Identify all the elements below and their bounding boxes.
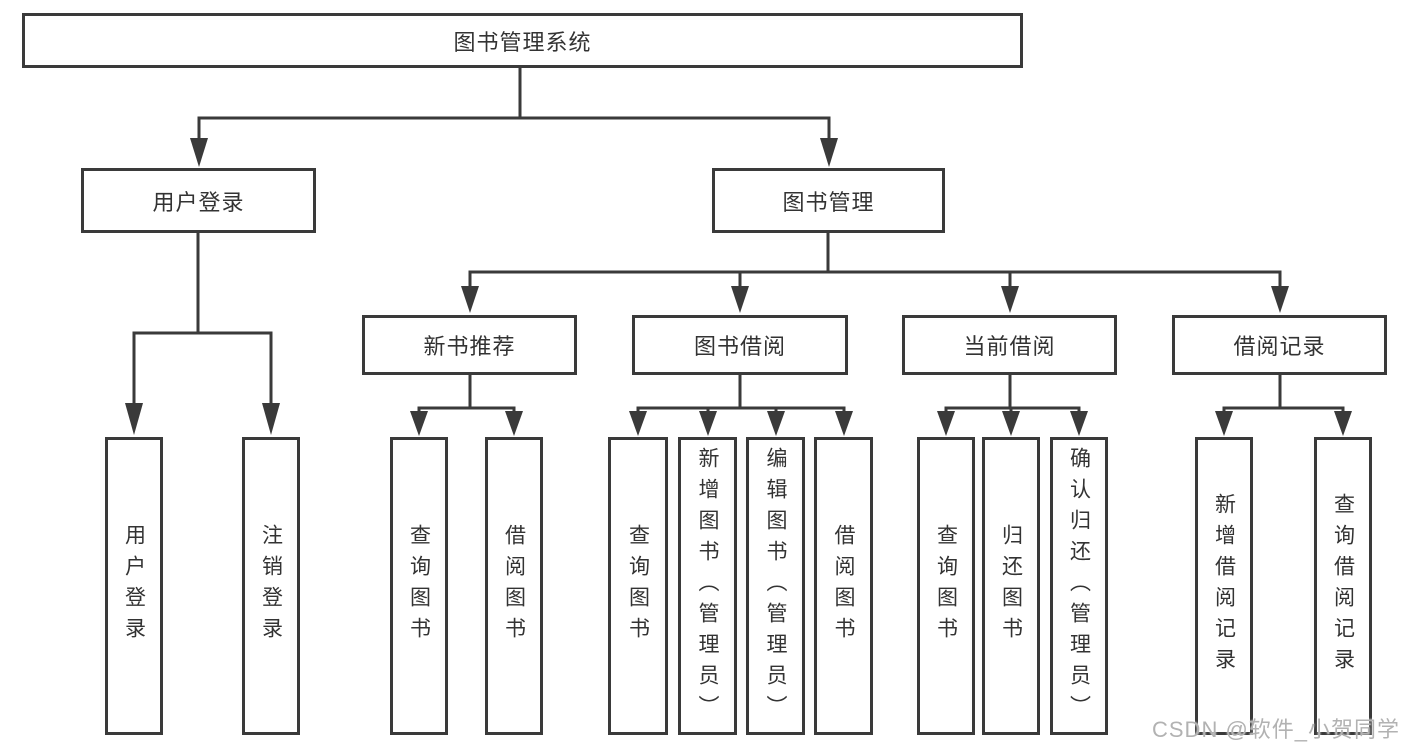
node-label: 借阅记录 <box>1233 334 1326 359</box>
leaf-query-books-newbook: 查询图书 <box>390 437 448 735</box>
arrowhead <box>1002 411 1020 436</box>
node-label: 确认归还（管理员） <box>1067 446 1091 726</box>
leaf-return-books: 归还图书 <box>982 437 1040 735</box>
node-label: 当前借阅 <box>963 334 1056 359</box>
node-user-login-branch: 用户登录 <box>81 168 316 233</box>
connector-newbook-to-leaves <box>417 375 516 414</box>
connector-bookborrow-to-leaves <box>636 375 846 414</box>
node-label: 查询图书 <box>626 524 650 648</box>
connector-currentborrow-to-leaves <box>944 375 1081 414</box>
node-label: 借阅图书 <box>502 524 526 648</box>
arrowhead <box>629 411 647 436</box>
node-label: 借阅图书 <box>832 524 855 648</box>
arrowhead <box>262 403 280 435</box>
connector-userlogin-to-leaves <box>132 233 273 406</box>
arrowhead <box>190 138 208 167</box>
node-root: 图书管理系统 <box>22 13 1023 68</box>
node-label: 用户登录 <box>122 524 146 648</box>
node-label: 新书推荐 <box>423 334 516 359</box>
node-label: 用户登录 <box>152 189 245 215</box>
csdn-watermark: CSDN @软件_小贺同学 <box>1152 717 1401 742</box>
node-label: 查询图书 <box>407 524 431 648</box>
node-new-book-recommend: 新书推荐 <box>362 315 577 375</box>
arrowhead <box>1215 411 1233 436</box>
arrowhead <box>699 411 717 436</box>
arrowhead <box>937 411 955 436</box>
node-label: 图书借阅 <box>693 334 786 359</box>
node-label: 新增图书（管理员） <box>696 446 719 726</box>
arrowhead <box>767 411 785 436</box>
node-label: 新增借阅记录 <box>1212 493 1236 679</box>
node-label: 编辑图书（管理员） <box>764 446 787 726</box>
arrowhead <box>1271 286 1289 313</box>
arrowhead <box>461 286 479 313</box>
arrowhead <box>505 411 523 436</box>
leaf-edit-books-admin: 编辑图书（管理员） <box>746 437 805 735</box>
node-label: 查询借阅记录 <box>1331 493 1355 679</box>
leaf-query-books-current: 查询图书 <box>917 437 975 735</box>
node-borrow-records: 借阅记录 <box>1172 315 1387 375</box>
arrowhead <box>1334 411 1352 436</box>
node-label: 归还图书 <box>999 524 1023 648</box>
arrowhead <box>1070 411 1088 436</box>
arrowhead <box>820 138 838 167</box>
leaf-user-login: 用户登录 <box>105 437 163 735</box>
arrowhead <box>125 403 143 435</box>
leaf-query-borrow-record: 查询借阅记录 <box>1314 437 1372 735</box>
leaf-query-books-borrow: 查询图书 <box>608 437 668 735</box>
leaf-borrow-books-borrow: 借阅图书 <box>814 437 873 735</box>
leaf-logout: 注销登录 <box>242 437 300 735</box>
node-current-borrow: 当前借阅 <box>902 315 1117 375</box>
leaf-add-books-admin: 新增图书（管理员） <box>678 437 737 735</box>
arrowhead <box>835 411 853 436</box>
node-label: 查询图书 <box>934 524 958 648</box>
node-label: 注销登录 <box>259 524 283 648</box>
arrowhead <box>731 286 749 313</box>
arrowheads <box>125 138 1352 436</box>
connector-bookmgmt-to-level3 <box>468 233 1282 288</box>
node-book-borrow: 图书借阅 <box>632 315 848 375</box>
node-label: 图书管理系统 <box>453 29 592 55</box>
arrowhead <box>410 411 428 436</box>
leaf-confirm-return-admin: 确认归还（管理员） <box>1050 437 1108 735</box>
leaf-borrow-books-newbook: 借阅图书 <box>485 437 543 735</box>
arrowhead <box>1001 286 1019 313</box>
connector-borrowrecord-to-leaves <box>1222 375 1345 414</box>
leaf-add-borrow-record: 新增借阅记录 <box>1195 437 1253 735</box>
node-book-management-branch: 图书管理 <box>712 168 945 233</box>
node-label: 图书管理 <box>782 189 875 215</box>
connector-root-to-level2 <box>197 68 831 140</box>
